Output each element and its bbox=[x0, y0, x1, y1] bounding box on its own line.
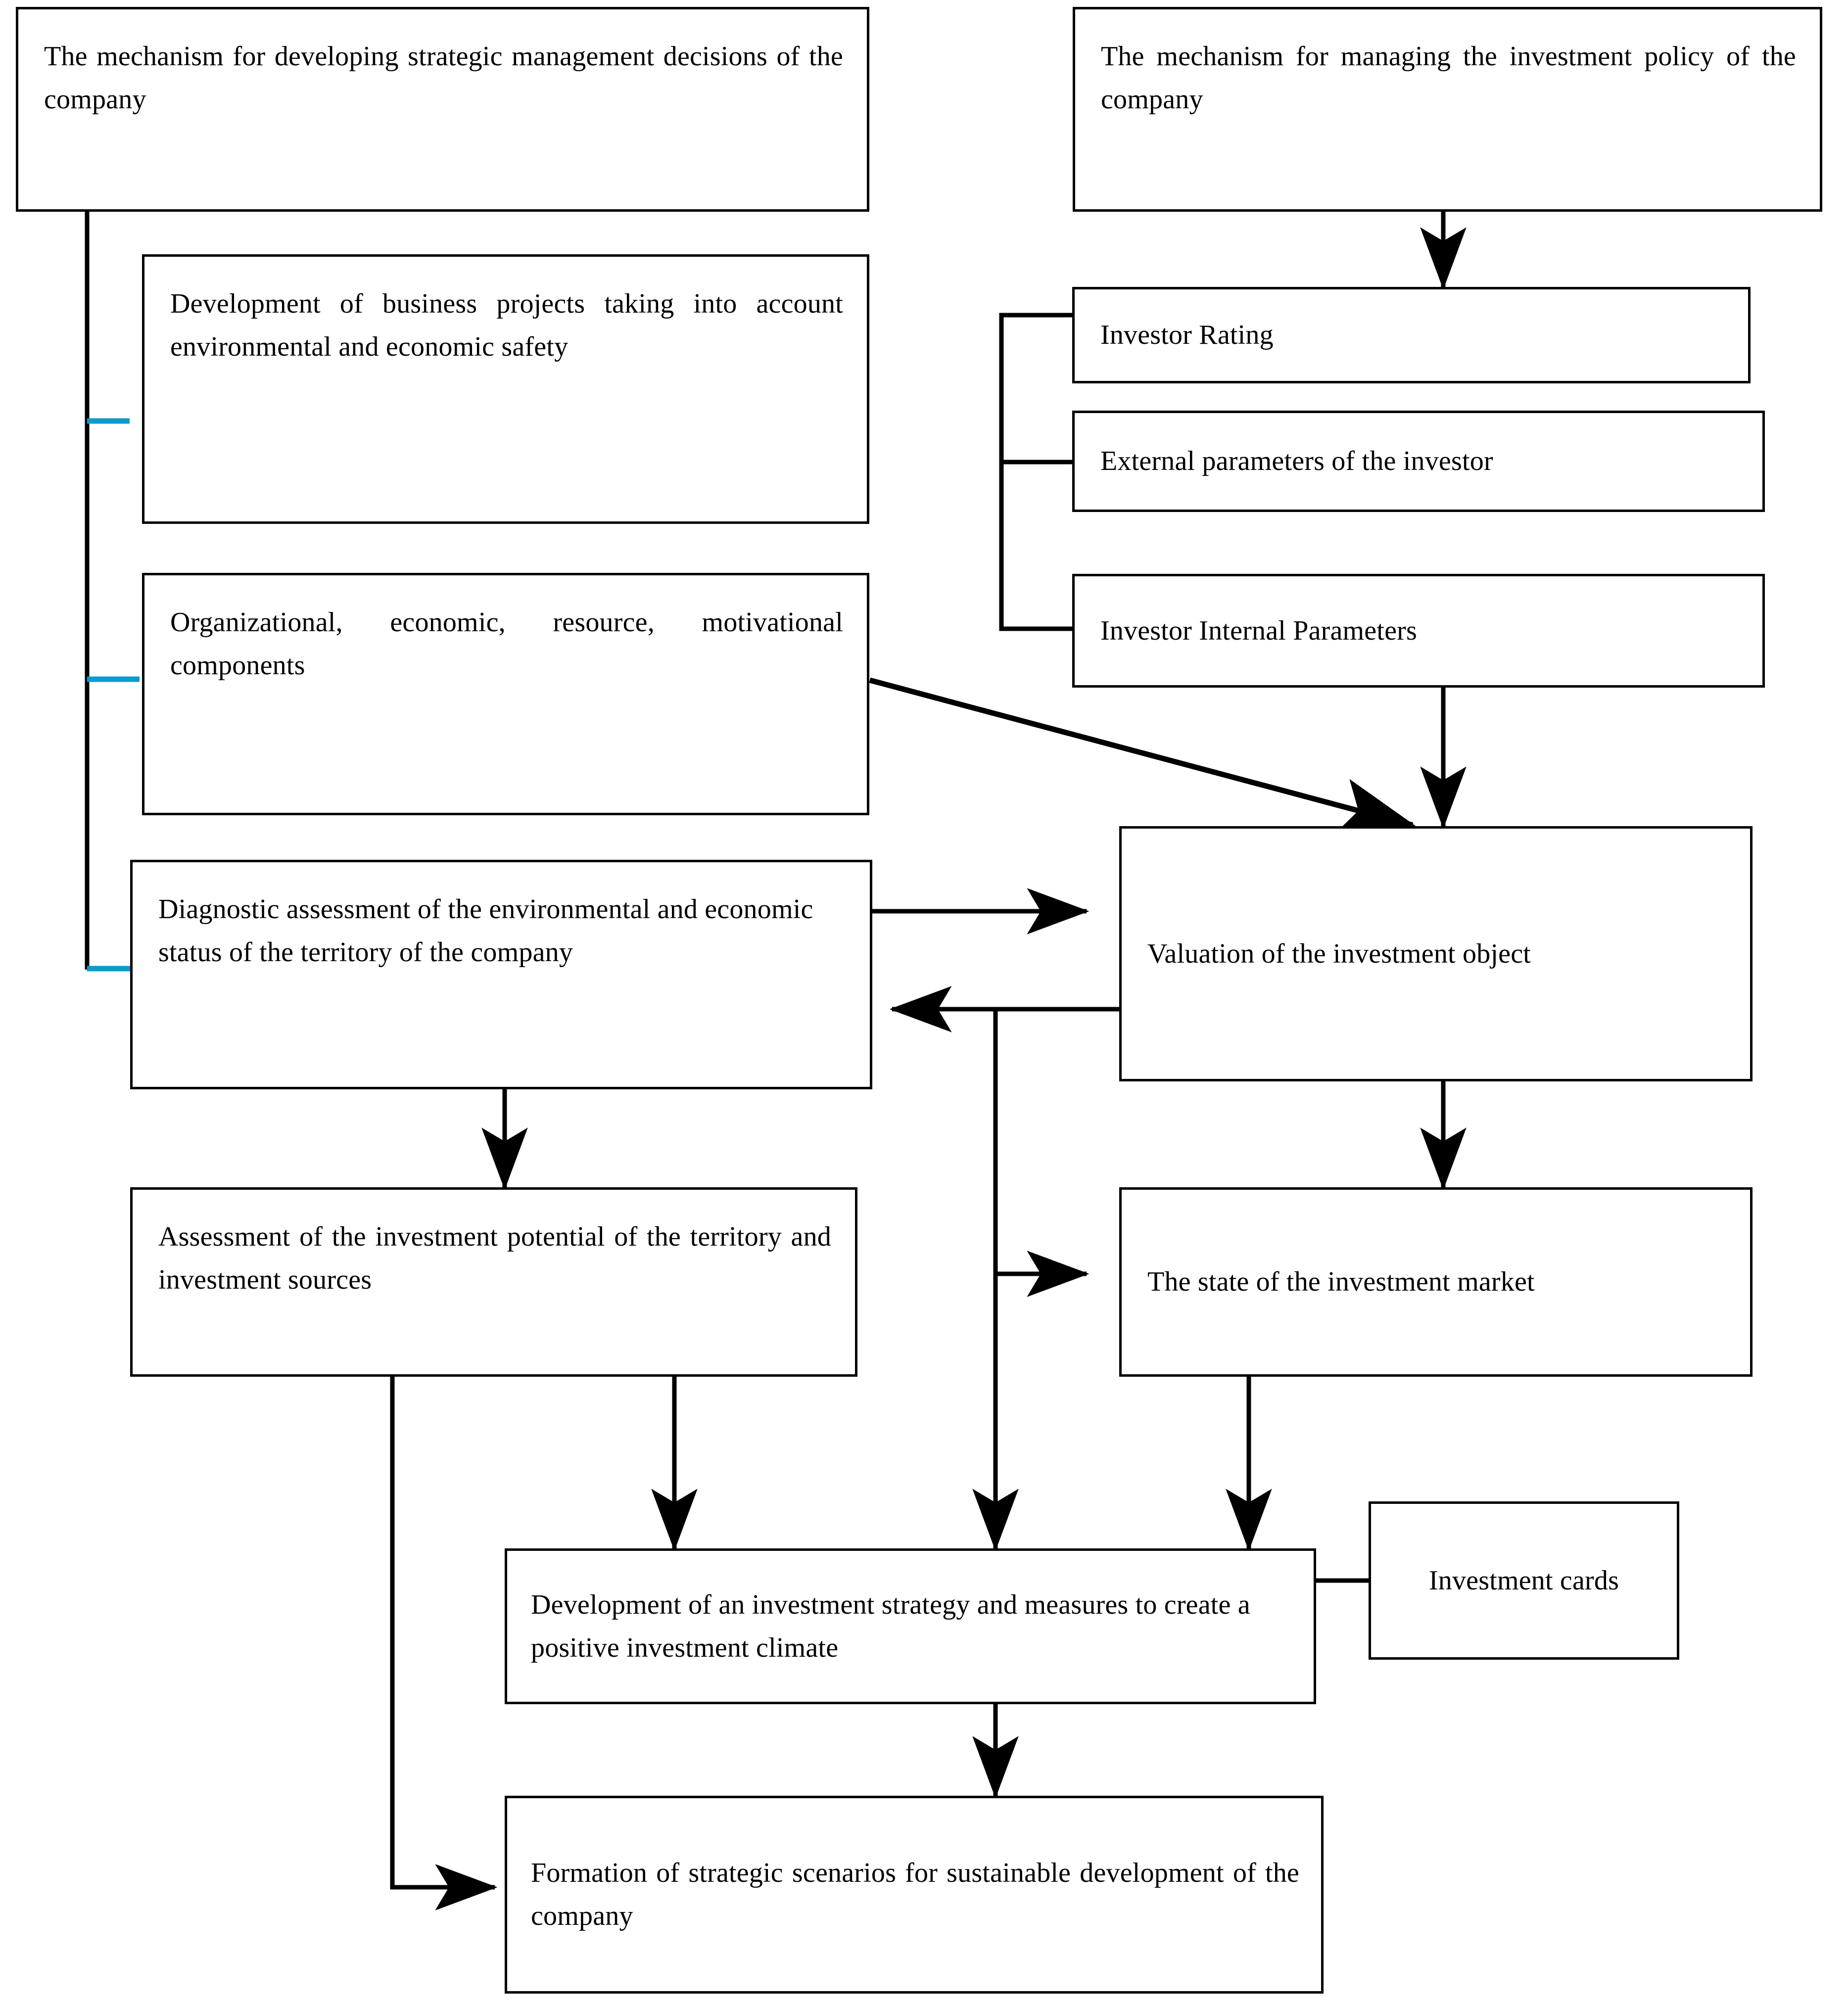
node-investment-potential-label: Assessment of the investment potential o… bbox=[158, 1221, 831, 1295]
node-investment-market-label: The state of the investment market bbox=[1147, 1266, 1535, 1298]
node-valuation-object-label: Valuation of the investment object bbox=[1147, 938, 1531, 969]
node-investment-market[interactable]: The state of the investment market bbox=[1119, 1187, 1753, 1377]
node-components-label: Organizational, economic, resource, moti… bbox=[170, 607, 843, 681]
node-investment-strategy[interactable]: Development of an investment strategy an… bbox=[505, 1548, 1316, 1704]
node-strategic-scenarios[interactable]: Formation of strategic scenarios for sus… bbox=[505, 1796, 1324, 1994]
node-investment-mechanism-label: The mechanism for managing the investmen… bbox=[1101, 41, 1796, 115]
node-internal-parameters[interactable]: Investor Internal Parameters bbox=[1072, 574, 1765, 688]
node-investor-rating-label: Investor Rating bbox=[1100, 320, 1274, 351]
node-strategic-mechanism-label: The mechanism for developing strategic m… bbox=[44, 41, 843, 115]
node-strategic-scenarios-label: Formation of strategic scenarios for sus… bbox=[531, 1858, 1299, 1931]
edge-valuation-downspine bbox=[972, 1009, 1090, 1551]
node-investment-potential[interactable]: Assessment of the investment potential o… bbox=[130, 1187, 857, 1377]
node-internal-parameters-label: Investor Internal Parameters bbox=[1100, 615, 1418, 646]
node-diagnostic-assessment-label: Diagnostic assessment of the environment… bbox=[158, 894, 813, 968]
node-business-projects[interactable]: Development of business projects taking … bbox=[142, 254, 869, 524]
node-investment-mechanism[interactable]: The mechanism for managing the investmen… bbox=[1073, 7, 1822, 212]
node-valuation-object[interactable]: Valuation of the investment object bbox=[1119, 826, 1753, 1081]
node-diagnostic-assessment[interactable]: Diagnostic assessment of the environment… bbox=[130, 860, 872, 1089]
node-investment-cards[interactable]: Investment cards bbox=[1369, 1501, 1679, 1660]
edge-investor-bracket bbox=[999, 313, 1072, 631]
node-business-projects-label: Development of business projects taking … bbox=[170, 288, 843, 362]
node-strategic-mechanism[interactable]: The mechanism for developing strategic m… bbox=[16, 7, 869, 212]
node-components[interactable]: Organizational, economic, resource, moti… bbox=[142, 573, 869, 815]
edge-components-to-valuation bbox=[869, 677, 1416, 834]
node-investment-strategy-label: Development of an investment strategy an… bbox=[531, 1589, 1250, 1663]
node-external-parameters-label: External parameters of the investor bbox=[1100, 446, 1493, 477]
node-investor-rating[interactable]: Investor Rating bbox=[1072, 287, 1751, 383]
edge-potential-to-scenarios bbox=[390, 1377, 498, 1911]
node-investment-cards-label: Investment cards bbox=[1428, 1565, 1619, 1596]
node-external-parameters[interactable]: External parameters of the investor bbox=[1072, 411, 1765, 512]
